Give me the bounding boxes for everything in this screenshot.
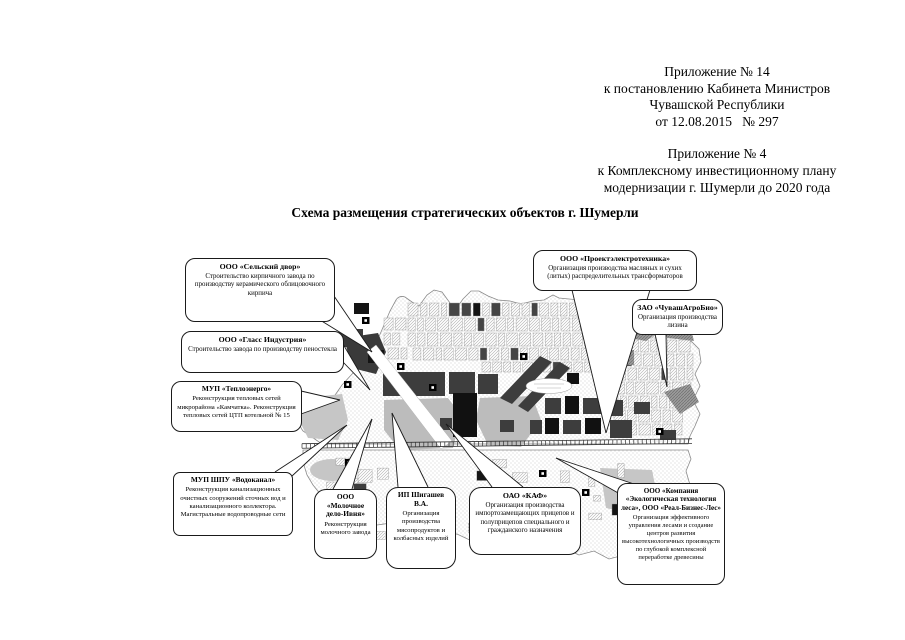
header-line: Приложение № 4 — [667, 146, 767, 162]
callout-chuvashagrobio: ЗАО «ЧувашАгроБио» Организация производс… — [632, 299, 723, 335]
callout-title: ООО «Молочное дело-Ивня» — [325, 492, 365, 519]
callout-body: Строительство завода по производству пен… — [188, 345, 337, 353]
railway-line — [301, 438, 693, 449]
header-line: к Комплексному инвестиционному плану — [597, 162, 837, 178]
header-line: Чувашской Республики — [649, 97, 785, 113]
callout-title: ООО «Сельский двор» — [219, 262, 301, 271]
callout-title: ООО «Компания «Экологическая технология … — [621, 487, 721, 512]
callout-body: Организация производства мясопродуктов и… — [393, 509, 449, 542]
header-line: Приложение № 14 — [664, 64, 770, 79]
callout-teploenergo: МУП «Теплоэнерго» Реконструкция тепловых… — [171, 381, 302, 432]
callout-title: ИП Шигашев В.А. — [397, 490, 445, 508]
map-label-oval — [525, 378, 573, 394]
callout-title: МУП ШПУ «Водоканал» — [190, 475, 276, 484]
header-block-2: Приложение № 4 к Комплексному инвестицио… — [521, 146, 905, 196]
callout-glass-industria: ООО «Гласс Индустрия» Строительство заво… — [181, 331, 344, 373]
callout-body: Организация производства импортозамещающ… — [475, 501, 575, 535]
header-line: модернизации г. Шумерли до 2020 года — [603, 179, 831, 195]
callout-body: Организация производства масляных и сухи… — [547, 264, 683, 281]
callout-molochnoe-delo: ООО «Молочное дело-Ивня» Реконструкция м… — [314, 489, 377, 559]
callout-selsky-dvor: ООО «Сельский двор» Строительство кирпич… — [185, 258, 335, 322]
callout-title: МУП «Теплоэнерго» — [201, 384, 272, 393]
callout-kaf: ОАО «КАФ» Организация производства импор… — [469, 487, 581, 555]
callout-body: Организация производства лизина — [638, 313, 717, 330]
header-line: от 12.08.2015 № 297 — [655, 113, 779, 129]
callout-body: Реконструкция канализационных очистных с… — [180, 486, 286, 519]
callout-vodokanal: МУП ШПУ «Водоканал» Реконструкция канали… — [173, 472, 293, 536]
callout-proektelektrotehnika: ООО «Проектэлектротехника» Организация п… — [533, 250, 697, 291]
callout-body: Строительство кирпичного завода по произ… — [194, 272, 326, 297]
callout-leader-lines — [274, 289, 668, 495]
diagonal-road — [366, 344, 453, 450]
header-line: к постановлению Кабинета Министров — [603, 80, 831, 96]
callout-body: Организация эффективного управления леса… — [622, 513, 720, 561]
callout-title: ООО «Гласс Индустрия» — [218, 335, 307, 344]
callout-title: ЗАО «ЧувашАгроБио» — [637, 303, 718, 312]
callout-title: ООО «Проектэлектротехника» — [559, 254, 671, 263]
document-header: Приложение № 14 к постановлению Кабинета… — [521, 64, 905, 196]
callout-body: Реконструкция тепловых сетей микрорайона… — [177, 395, 296, 419]
callout-ekotehnologia-lesa: ООО «Компания «Экологическая технология … — [617, 483, 725, 585]
page-title: Схема размещения стратегических объектов… — [291, 205, 639, 220]
callout-shigashev: ИП Шигашев В.А. Организация производства… — [386, 487, 456, 569]
callout-body: Реконструкция молочного завода — [320, 520, 371, 536]
callout-title: ОАО «КАФ» — [502, 491, 548, 500]
